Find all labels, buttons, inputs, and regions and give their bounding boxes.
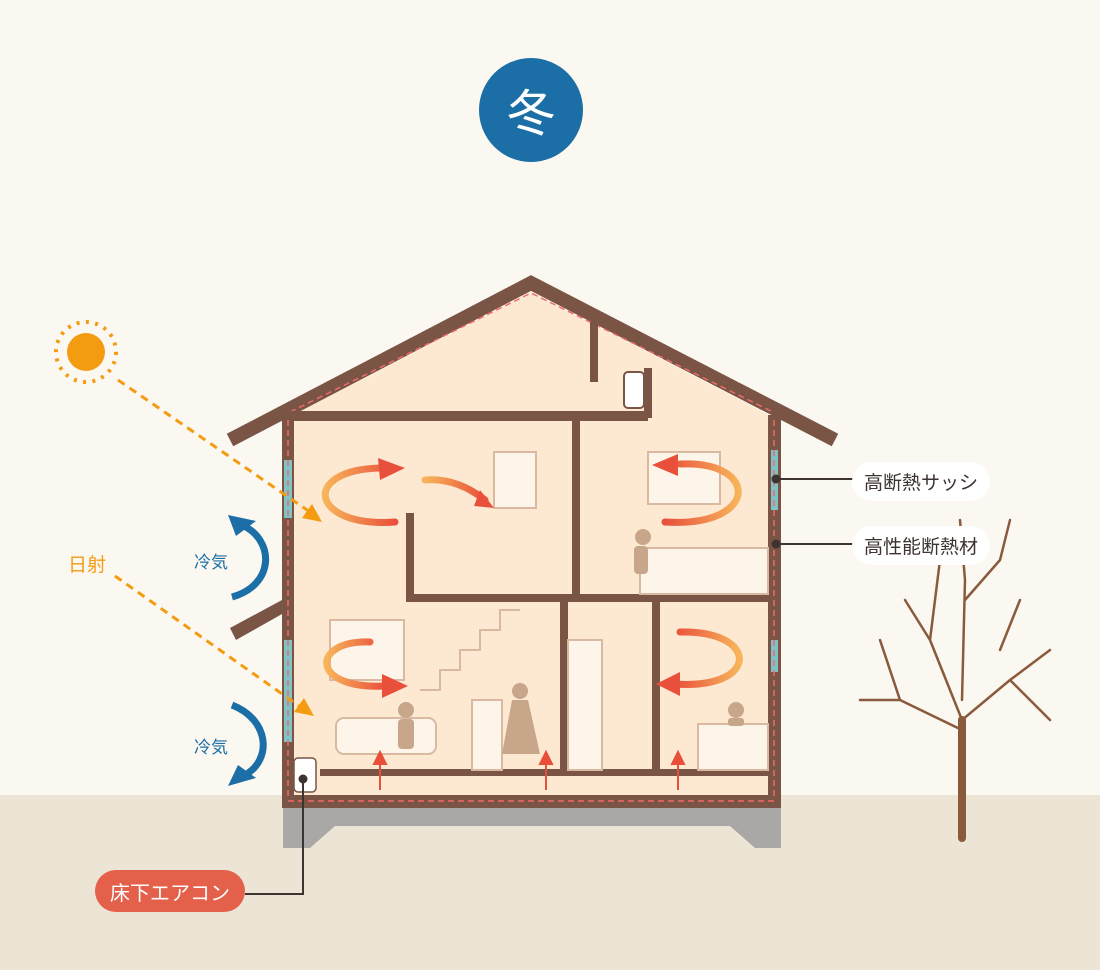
leader-lines [245,474,855,895]
foundation [283,806,781,848]
stairs [420,609,520,691]
people [398,529,744,754]
cold-air-label-upper: 冷気 [194,553,228,573]
solar-rays [114,378,311,710]
cold-air-arrow-heads [228,515,256,786]
season-badge: 冬 [479,58,583,162]
cold-air-arrows [230,521,269,779]
cold-air-label-lower: 冷気 [194,738,228,758]
sash-label: 高断熱サッシ [852,462,991,501]
solar-label: 日射 [68,554,107,576]
arrow-heads [378,454,680,698]
insulation-label: 高性能断熱材 [852,526,991,565]
underfloor-heat-arrows [372,749,686,790]
loft-vent [623,371,645,409]
tree [858,518,1052,842]
underfloor-ac-label: 床下エアコン [95,870,245,912]
solar-arrow-heads [294,504,322,716]
warm-air-arrows [321,460,743,690]
sun-icon [54,320,118,384]
furniture [329,451,769,771]
roof [226,275,839,447]
